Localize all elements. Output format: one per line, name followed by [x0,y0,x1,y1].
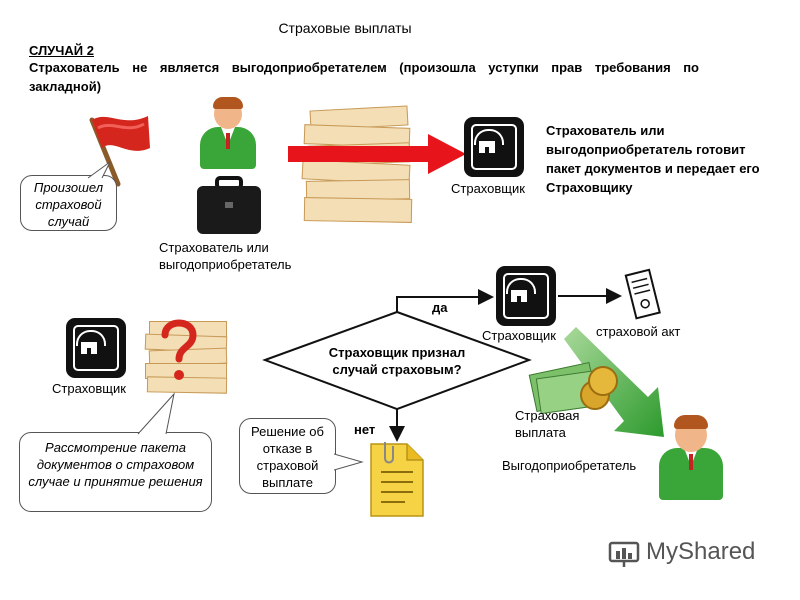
briefcase-icon [197,176,261,234]
review-callout-pointer [137,392,175,436]
beneficiary-label: Выгодоприобретатель [502,458,637,473]
diagram-title: Страховые выплаты [278,20,412,36]
insurer-icon [496,266,556,326]
watermark: MyShared [608,537,768,569]
no-label: нет [354,422,376,437]
refusal-callout-pointer [334,453,364,471]
event-callout-pointer [87,161,111,179]
insurance-act-label: страховой акт [596,324,681,339]
case-subtitle: Страхователь не является выгодоприобрета… [29,60,699,94]
red-arrow [288,134,466,174]
policyholder-person-icon [196,95,260,175]
decision-question: Страховщик признал случай страховым? [328,345,466,377]
refusal-callout: Решение об отказе в страховой выплате [239,418,336,494]
insurer-label-2: Страховщик [52,381,126,396]
insurance-act-icon [624,268,661,320]
beneficiary-person-icon [655,412,727,504]
case-label: СЛУЧАЙ 2 [29,43,94,58]
review-callout: Рассмотрение пакета документов о страхов… [19,432,212,512]
yes-label: да [432,300,448,315]
money-icon [528,350,620,415]
insurer-icon [464,117,524,177]
payment-label: Страховая выплата [515,408,580,440]
event-callout: Произошел страховой случай [20,175,117,231]
step-description: Страхователь или выгодоприобретатель гот… [546,123,760,195]
insurer-label-3: Страховщик [482,328,556,343]
flag-icon [89,116,150,187]
refusal-document-icon [370,442,424,517]
policyholder-label: Страхователь или выгодоприобретатель [159,240,292,272]
watermark-logo-icon [608,541,640,567]
insurer-label-1: Страховщик [451,181,525,196]
insurer-icon [66,318,126,378]
watermark-text: MyShared [646,538,756,565]
documents-question-icon [143,315,233,395]
